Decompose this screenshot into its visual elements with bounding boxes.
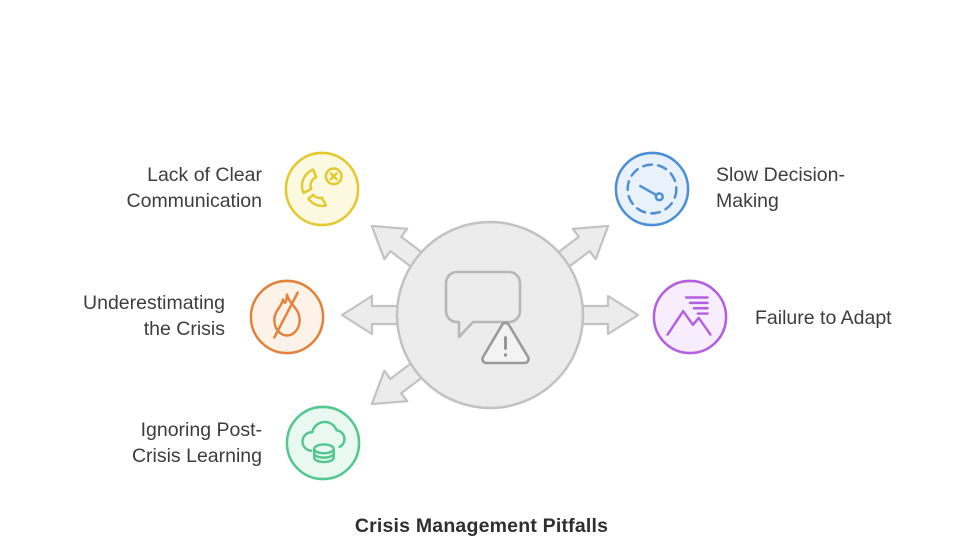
mountain-wind-icon xyxy=(652,279,728,355)
diagram-title: Crisis Management Pitfalls xyxy=(354,515,609,537)
center-hub-graphic xyxy=(340,209,640,421)
node-label-slow-decision-making: Slow Decision- Making xyxy=(716,164,845,213)
node-label-ignoring-post-crisis-learning: Ignoring Post- Crisis Learning xyxy=(131,419,262,468)
cloud-database-icon xyxy=(285,405,361,481)
node-label-lack-of-clear-communication: Lack of Clear Communication xyxy=(126,164,262,213)
extinguished-flame-icon xyxy=(249,279,325,355)
broken-communication-icon xyxy=(284,151,360,227)
node-label-underestimating-the-crisis: Underestimating the Crisis xyxy=(83,292,225,341)
alert-speech-bubble-icon xyxy=(444,270,530,365)
node-label-failure-to-adapt: Failure to Adapt xyxy=(755,307,892,329)
slow-gauge-icon xyxy=(614,151,690,227)
